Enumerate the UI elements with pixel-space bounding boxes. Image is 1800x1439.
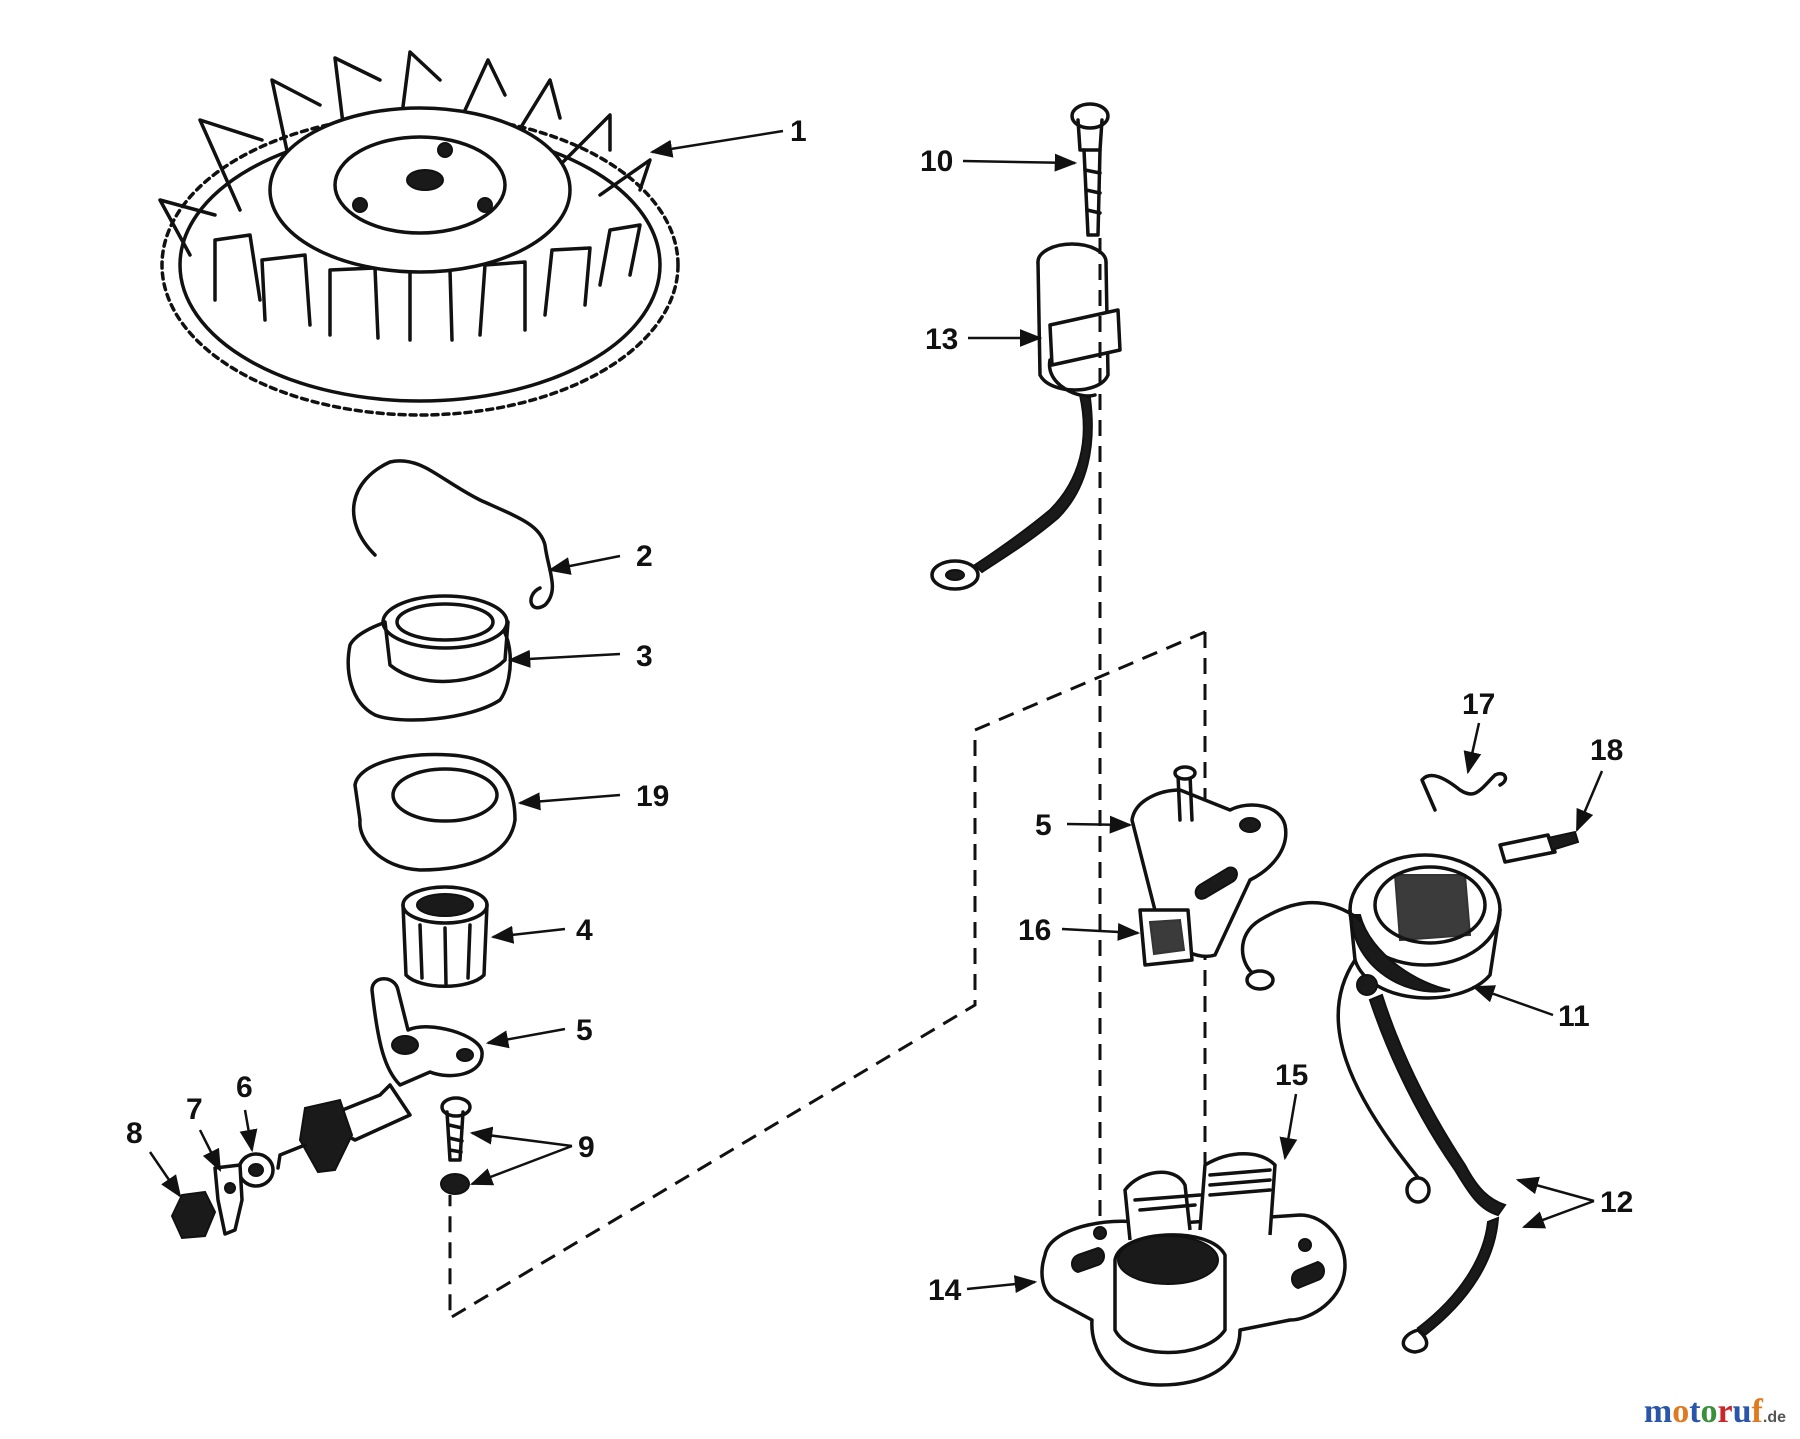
lock-washer-part bbox=[440, 1173, 470, 1195]
callout-labels: 1 2 3 19 4 5 6 7 8 9 10 13 5 16 17 18 11… bbox=[126, 115, 1633, 1307]
callout-13: 13 bbox=[925, 323, 958, 356]
clip-part bbox=[1498, 830, 1580, 864]
callout-18: 18 bbox=[1590, 734, 1623, 767]
callout-7: 7 bbox=[186, 1093, 203, 1126]
armature-bracket-part bbox=[1040, 1152, 1347, 1387]
callout-3: 3 bbox=[636, 640, 653, 673]
screw-part bbox=[440, 1096, 472, 1162]
wire-spring-part bbox=[1420, 772, 1508, 812]
callout-5b: 5 bbox=[1035, 809, 1052, 842]
bushing-part bbox=[401, 885, 489, 988]
callout-11: 11 bbox=[1558, 1000, 1590, 1033]
callout-14: 14 bbox=[928, 1274, 962, 1307]
callout-17: 17 bbox=[1462, 688, 1495, 721]
terminal-bracket-part bbox=[213, 1163, 244, 1236]
flywheel-part bbox=[158, 50, 680, 417]
condenser-part bbox=[930, 242, 1122, 591]
callout-10: 10 bbox=[920, 145, 953, 178]
callout-19: 19 bbox=[636, 780, 669, 813]
condenser-screw-part bbox=[1070, 102, 1110, 237]
contact-terminal-part bbox=[276, 1098, 354, 1174]
watermark-logo: motoruf.de bbox=[1643, 1393, 1786, 1430]
callout-8: 8 bbox=[126, 1117, 143, 1150]
breaker-cover-part bbox=[346, 594, 513, 722]
gasket-part bbox=[353, 752, 517, 872]
callout-2: 2 bbox=[636, 540, 653, 573]
coil-part bbox=[1240, 853, 1502, 1000]
callout-15: 15 bbox=[1275, 1059, 1308, 1092]
callout-12: 12 bbox=[1600, 1186, 1633, 1219]
callout-16: 16 bbox=[1018, 914, 1051, 947]
callout-5a: 5 bbox=[576, 1014, 593, 1047]
washer-part bbox=[237, 1152, 275, 1188]
felt-part bbox=[1138, 908, 1194, 967]
callout-9: 9 bbox=[578, 1131, 595, 1164]
nut-part bbox=[170, 1190, 217, 1240]
callout-4: 4 bbox=[576, 914, 593, 947]
leads-part bbox=[1336, 958, 1507, 1354]
spring-clip-part bbox=[351, 459, 555, 610]
callout-6: 6 bbox=[236, 1071, 253, 1104]
leader-lines bbox=[148, 129, 1604, 1294]
watermark-suffix: .de bbox=[1762, 1409, 1786, 1426]
callout-1: 1 bbox=[790, 115, 807, 148]
assembly-lines bbox=[448, 238, 1207, 1321]
